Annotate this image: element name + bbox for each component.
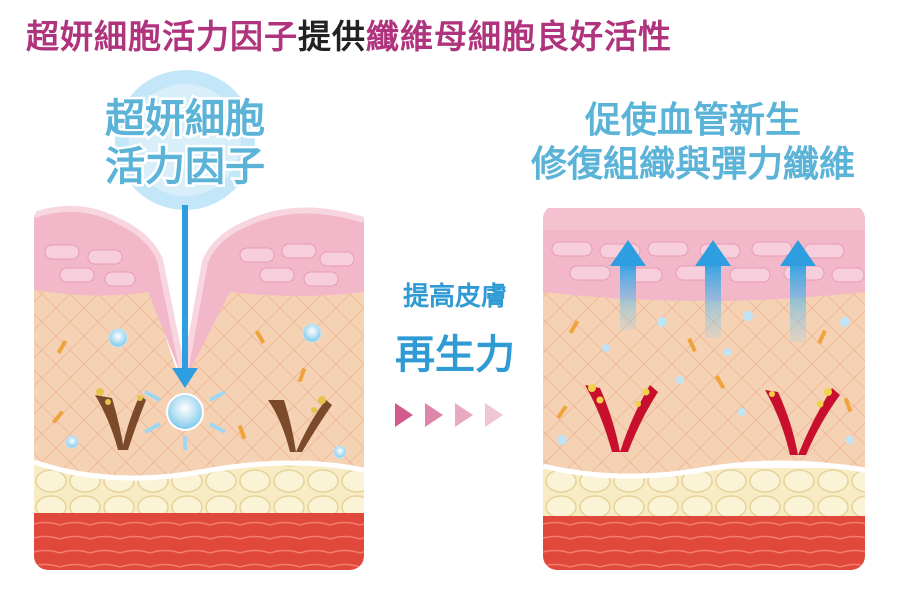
title-part-3: 纖維母細胞良好活性 — [366, 17, 672, 56]
upward-arrow-3 — [780, 240, 816, 342]
factor-bubble — [115, 70, 255, 450]
factor-label-line-1: 超妍細胞 — [105, 95, 265, 142]
upward-arrow-1 — [610, 240, 646, 330]
fibroblast-left — [585, 384, 658, 452]
page-title: 超妍細胞活力因子提供纖維母細胞良好活性 — [26, 10, 672, 58]
middle-line-2: 再生力 — [395, 332, 515, 378]
title-part-1: 超妍細胞活力因子 — [26, 17, 298, 56]
left-skin-panel — [34, 205, 364, 570]
result-label-line-1: 促使血管新生 — [584, 99, 801, 141]
middle-line-1: 提高皮膚 — [403, 281, 507, 312]
result-label-line-2: 修復組織與彈力纖維 — [531, 143, 855, 185]
factor-label-line-2: 活力因子 — [105, 143, 265, 190]
upward-arrow-2 — [695, 240, 731, 338]
fibroblast-left — [95, 388, 146, 450]
fibroblast-right — [765, 388, 840, 455]
fibroblast-right — [268, 396, 332, 452]
right-skin-panel — [543, 205, 865, 570]
progress-arrows — [395, 403, 503, 427]
title-part-2: 提供 — [298, 17, 366, 56]
